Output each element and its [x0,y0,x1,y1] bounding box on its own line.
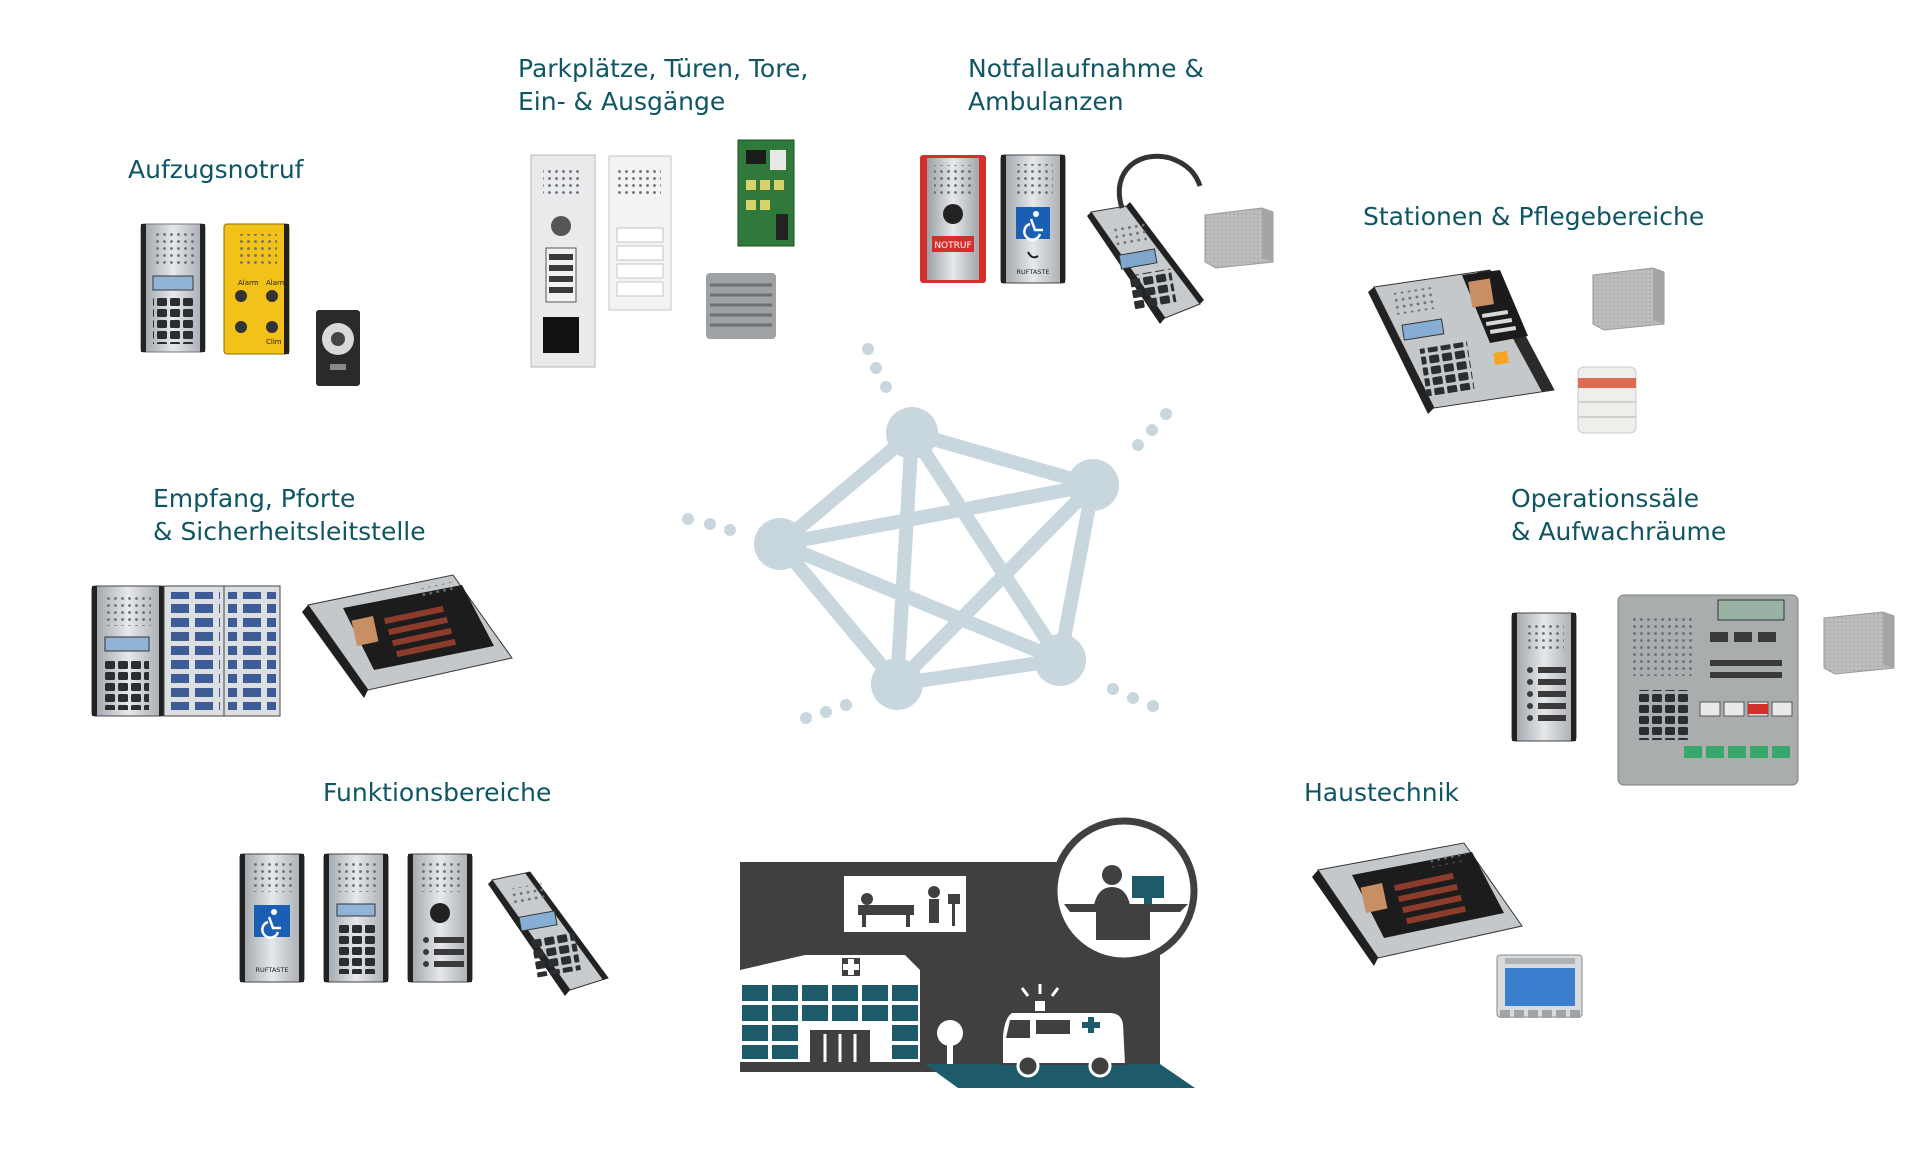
device-elevator-yellow-panel: Alarm Alarm Clim [223,223,290,355]
device-speaker-grille [706,273,776,339]
phone-icon [1027,251,1039,259]
device-op-control-panel [1617,594,1799,786]
label-line: Ein- & Ausgänge [518,87,726,116]
device-signal-light [1577,366,1637,434]
label-stationen: Stationen & Pflegebereiche [1363,200,1704,233]
device-elevator-intercom-keypad [140,223,206,353]
ruftaste-label: RUFTASTE [1016,268,1049,276]
elevator-text: Alarm [266,279,287,287]
device-building-touch-console [1312,842,1523,966]
device-call-station-wheelchair: RUFTASTE [1000,154,1066,284]
device-wall-speaker [1204,207,1274,269]
device-door-station-buttons [608,155,672,311]
device-nurse-console-large [1368,269,1555,414]
label-line: Stationen & Pflegebereiche [1363,202,1705,231]
label-line: Aufzugsnotruf [128,155,304,184]
device-button-extension-2 [223,585,281,717]
device-din-rail-module [1496,954,1583,1018]
device-circuit-board [737,139,795,247]
label-line: Funktionsbereiche [323,778,552,807]
device-reception-touch-console [302,574,513,698]
label-operationssaele: Operationssäle & Aufwachräume [1511,482,1726,548]
device-elevator-camera-module [316,310,360,386]
label-line: Haustechnik [1304,778,1460,807]
label-line: Notfallaufnahme & [968,54,1204,83]
device-function-wheelchair-station: RUFTASTE [239,853,305,983]
reception-desk-icon [1050,817,1198,965]
label-line: & Aufwachräume [1511,517,1727,546]
device-function-desk-console [488,871,609,996]
device-emergency-station-red: NOTRUF [920,155,986,283]
device-desk-microphone-console [1087,153,1204,324]
device-wall-speaker [1592,267,1665,331]
hospital-illustration [740,817,1198,1088]
label-line: Operationssäle [1511,484,1700,513]
ambulance-icon [1001,984,1128,1078]
device-function-keypad-station [323,853,389,983]
label-parkplaetze: Parkplätze, Türen, Tore, Ein- & Ausgänge [518,52,808,118]
elevator-text: Clim [266,338,282,346]
label-line: Empfang, Pforte [153,484,356,513]
label-haustechnik: Haustechnik [1304,776,1459,809]
elevator-text: Alarm [238,279,259,287]
label-aufzugsnotruf: Aufzugsnotruf [128,153,303,186]
network-mesh-icon [682,343,1172,724]
device-reception-intercom-keypad [91,585,165,717]
label-funktionsbereiche: Funktionsbereiche [323,776,551,809]
label-empfang: Empfang, Pforte & Sicherheitsleitstelle [153,482,426,548]
device-door-station-camera [530,154,596,368]
device-op-intercom-buttons [1511,612,1577,742]
label-notfallaufnahme: Notfallaufnahme & Ambulanzen [968,52,1204,118]
device-button-extension-1 [163,585,225,717]
label-line: Ambulanzen [968,87,1124,116]
label-line: Parkplätze, Türen, Tore, [518,54,809,83]
notruf-label: NOTRUF [934,241,971,251]
hospital-building-icon [740,955,920,1062]
device-function-camera-station [407,853,473,983]
ruftaste-label: RUFTASTE [255,966,288,974]
device-wall-speaker [1823,611,1895,675]
label-line: & Sicherheitsleitstelle [153,517,426,546]
